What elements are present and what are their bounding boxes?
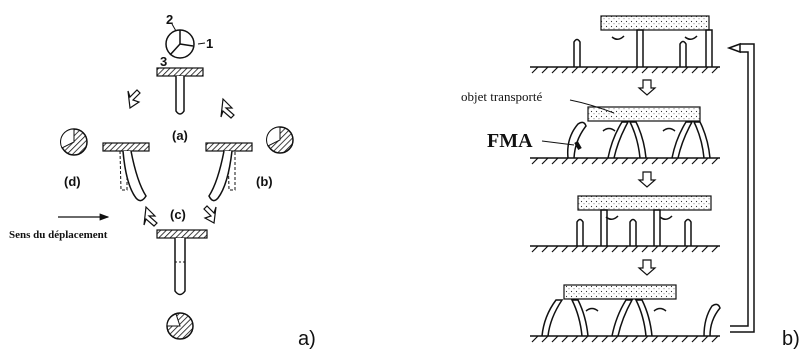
top-rotation-dial: 2 1 3 bbox=[160, 12, 213, 69]
arrow-b-to-c-icon bbox=[203, 205, 217, 224]
direction-label: Sens du déplacement bbox=[9, 229, 108, 241]
step-b-actuator bbox=[205, 142, 253, 202]
down-arrow-icon-3 bbox=[637, 259, 657, 276]
dial-number-1: 1 bbox=[206, 36, 213, 51]
arrow-c-to-d-icon bbox=[143, 205, 158, 227]
step-label-d: (d) bbox=[64, 174, 81, 189]
dial-number-2: 2 bbox=[166, 12, 173, 27]
down-arrow-icon-1 bbox=[637, 79, 657, 96]
step-label-b: (b) bbox=[256, 174, 273, 189]
panel-a: 2 1 3 (a) (d) bbox=[9, 12, 316, 350]
fma-label-leader bbox=[541, 140, 575, 146]
stage-3 bbox=[530, 195, 720, 253]
down-arrow-icon-2 bbox=[637, 171, 657, 188]
step-label-a: (a) bbox=[172, 128, 188, 143]
transported-object bbox=[600, 15, 710, 31]
stage-4 bbox=[530, 284, 721, 343]
step-c-actuator bbox=[156, 229, 208, 296]
object-label: objet transporté bbox=[461, 89, 542, 104]
dial-b-icon bbox=[266, 126, 294, 154]
dial-d-icon bbox=[60, 128, 88, 156]
panel-b bbox=[530, 15, 755, 343]
step-d-actuator bbox=[102, 142, 150, 202]
dial-number-3: 3 bbox=[160, 54, 167, 69]
dial-c-icon bbox=[166, 312, 194, 340]
step-a-actuator bbox=[156, 67, 204, 115]
arrow-d-to-a-icon bbox=[127, 89, 141, 110]
cycle-return-bracket bbox=[726, 42, 755, 333]
arrow-a-to-b-icon bbox=[220, 97, 235, 119]
caption-b: b) bbox=[782, 328, 800, 350]
stage-1 bbox=[530, 15, 720, 74]
caption-a: a) bbox=[298, 328, 316, 350]
stage-2 bbox=[530, 106, 720, 165]
cycle-arrows bbox=[127, 89, 235, 227]
object-label-leader bbox=[569, 99, 615, 114]
fma-label: FMA bbox=[487, 130, 533, 152]
step-label-c: (c) bbox=[170, 207, 186, 222]
